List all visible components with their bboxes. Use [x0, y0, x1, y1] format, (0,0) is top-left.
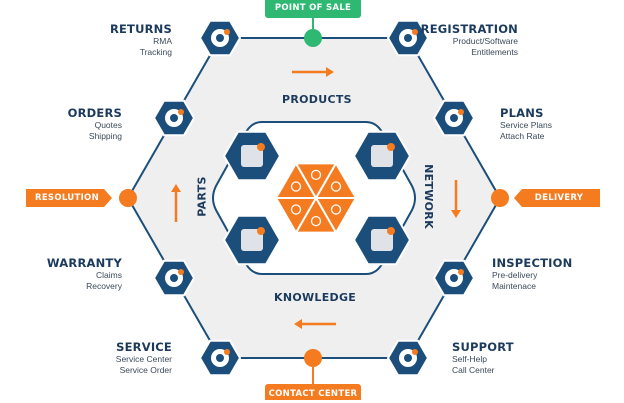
magnifier-check-icon	[432, 259, 476, 297]
arrow-down	[451, 180, 461, 218]
dot-top	[304, 29, 322, 47]
stage-warranty: WARRANTY Claims Recovery	[47, 256, 122, 292]
stage-line: RMA	[153, 36, 172, 46]
label-parts: PARTS	[195, 176, 209, 217]
award-icon	[152, 259, 196, 297]
stage-line: Quotes	[94, 120, 122, 130]
stage-line: Service Plans	[500, 120, 552, 130]
badge-right-bg	[514, 189, 600, 207]
stage-title: PLANS	[500, 106, 544, 120]
stage-line: Self-Help	[452, 354, 487, 364]
stage-support: SUPPORT Self-Help Call Center	[452, 340, 514, 376]
badge-contact-center: CONTACT CENTER	[268, 389, 358, 399]
stage-title: WARRANTY	[46, 256, 122, 270]
stage-line: Pre-delivery	[492, 270, 538, 280]
stage-service: SERVICE Service Center Service Order	[116, 340, 172, 376]
stage-line: Attach Rate	[500, 131, 545, 141]
stage-orders: ORDERS Quotes Shipping	[68, 106, 122, 142]
badge-point-of-sale: POINT OF SALE	[274, 3, 352, 13]
hierarchy-icon	[314, 161, 358, 199]
stage-line: Recovery	[86, 281, 122, 291]
badge-resolution: RESOLUTION	[34, 193, 99, 203]
stage-returns: RETURNS RMA Tracking	[110, 22, 172, 58]
document-play-icon	[222, 214, 282, 266]
badge-left-bg	[26, 189, 112, 207]
dot-left	[119, 189, 137, 207]
label-products: PRODUCTS	[282, 93, 352, 106]
dot-bottom	[304, 349, 322, 367]
stage-line: Product/Software	[452, 36, 518, 46]
stage-title: REGISTRATION	[420, 22, 518, 36]
package-icon	[352, 130, 412, 182]
refresh-icon	[198, 19, 242, 57]
stage-line: Entitlements	[471, 47, 518, 57]
stopwatch-icon	[198, 339, 242, 377]
label-network: NETWORK	[421, 164, 435, 229]
stage-title: INSPECTION	[492, 256, 573, 270]
stage-line: Maintenace	[492, 281, 536, 291]
shield-check-icon	[432, 99, 476, 137]
stage-line: Service Center	[115, 354, 172, 364]
stage-title: RETURNS	[109, 22, 172, 36]
arrow-left	[294, 319, 336, 329]
badge-top-bg	[265, 0, 361, 18]
power-icon	[386, 19, 430, 57]
label-knowledge: KNOWLEDGE	[274, 291, 357, 304]
arrow-up	[171, 184, 181, 222]
stage-line: Service Order	[119, 365, 172, 375]
question-bubble-icon	[386, 339, 430, 377]
badge-delivery: DELIVERY	[534, 193, 584, 203]
stage-title: SERVICE	[116, 340, 172, 354]
dollar-icon	[152, 99, 196, 137]
network-nodes-icon	[222, 130, 282, 182]
people-icon	[352, 214, 412, 266]
dot-right	[491, 189, 509, 207]
stage-title: SUPPORT	[452, 340, 514, 354]
arrow-right	[292, 67, 334, 77]
stage-line: Shipping	[88, 131, 122, 141]
stage-line: Claims	[96, 270, 122, 280]
stage-plans: PLANS Service Plans Attach Rate	[500, 106, 552, 142]
stage-inspection: INSPECTION Pre-delivery Maintenace	[492, 256, 572, 292]
stage-registration: REGISTRATION Product/Software Entitlemen…	[421, 22, 518, 58]
stage-line: Tracking	[139, 47, 172, 57]
badge-bottom-bg	[265, 384, 361, 400]
stage-line: Call Center	[452, 365, 495, 375]
stage-title: ORDERS	[67, 106, 122, 120]
